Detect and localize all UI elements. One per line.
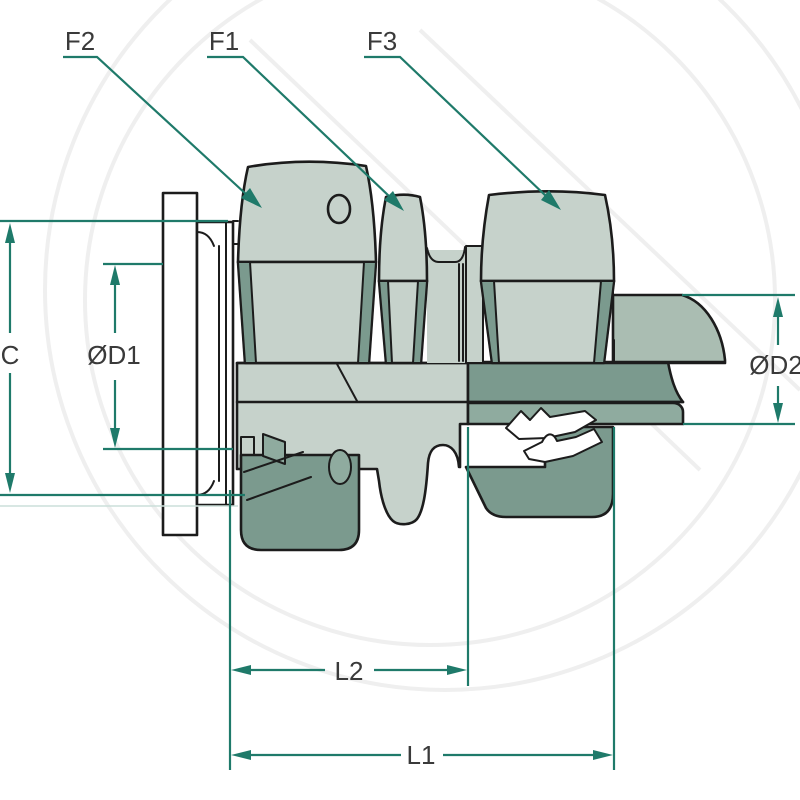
leader-f3: F3 [364, 26, 561, 210]
label-d1: ØD1 [87, 340, 140, 370]
lower-f2-section [239, 453, 361, 552]
lower-f2-section-group [239, 433, 361, 552]
pipe-stub [611, 293, 727, 364]
label-l1: L1 [407, 740, 436, 770]
leader-f2: F2 [63, 26, 262, 208]
label-f3: F3 [367, 26, 397, 56]
label-c: C [1, 340, 20, 370]
f1-upper-face [377, 193, 429, 283]
label-f2: F2 [65, 26, 95, 56]
dimension-l2: L2 [228, 427, 470, 770]
dimension-c: C [0, 219, 245, 497]
bore-dark-band [466, 360, 685, 404]
shank-groove-group [426, 245, 484, 364]
lower-cross-hole [328, 449, 352, 485]
dimensions: F2 F1 F3 C ØD1 [0, 26, 800, 770]
bulkhead-flange [161, 191, 199, 537]
washer-stack [195, 220, 235, 507]
f2-lower-face [236, 260, 378, 365]
cutting-ring-detail-upper [505, 407, 597, 440]
hex-f1 [377, 193, 429, 365]
f2-upper-face [236, 160, 378, 264]
leader-f1: F1 [207, 26, 404, 211]
leader-f2-arrowhead [241, 188, 262, 208]
label-d2: ØD2 [749, 350, 800, 380]
hex-nut-f2 [236, 160, 378, 365]
leader-f1-arrowhead [384, 191, 404, 211]
label-l2: L2 [335, 656, 364, 686]
dimension-d2: ØD2 [682, 293, 800, 426]
hex-nut-f3 [479, 189, 616, 365]
leader-f3-arrowhead [541, 190, 561, 210]
groove-step [465, 245, 484, 364]
dimension-l1: L1 [231, 427, 616, 770]
bulkhead-flange-group [161, 191, 239, 537]
cutting-ring-detail-lower [523, 428, 603, 463]
dimension-d1: ØD1 [87, 262, 233, 451]
section-key-detail [262, 433, 286, 465]
f3-upper-face [479, 189, 616, 283]
label-f1: F1 [209, 26, 239, 56]
f2-cross-hole [326, 193, 352, 225]
